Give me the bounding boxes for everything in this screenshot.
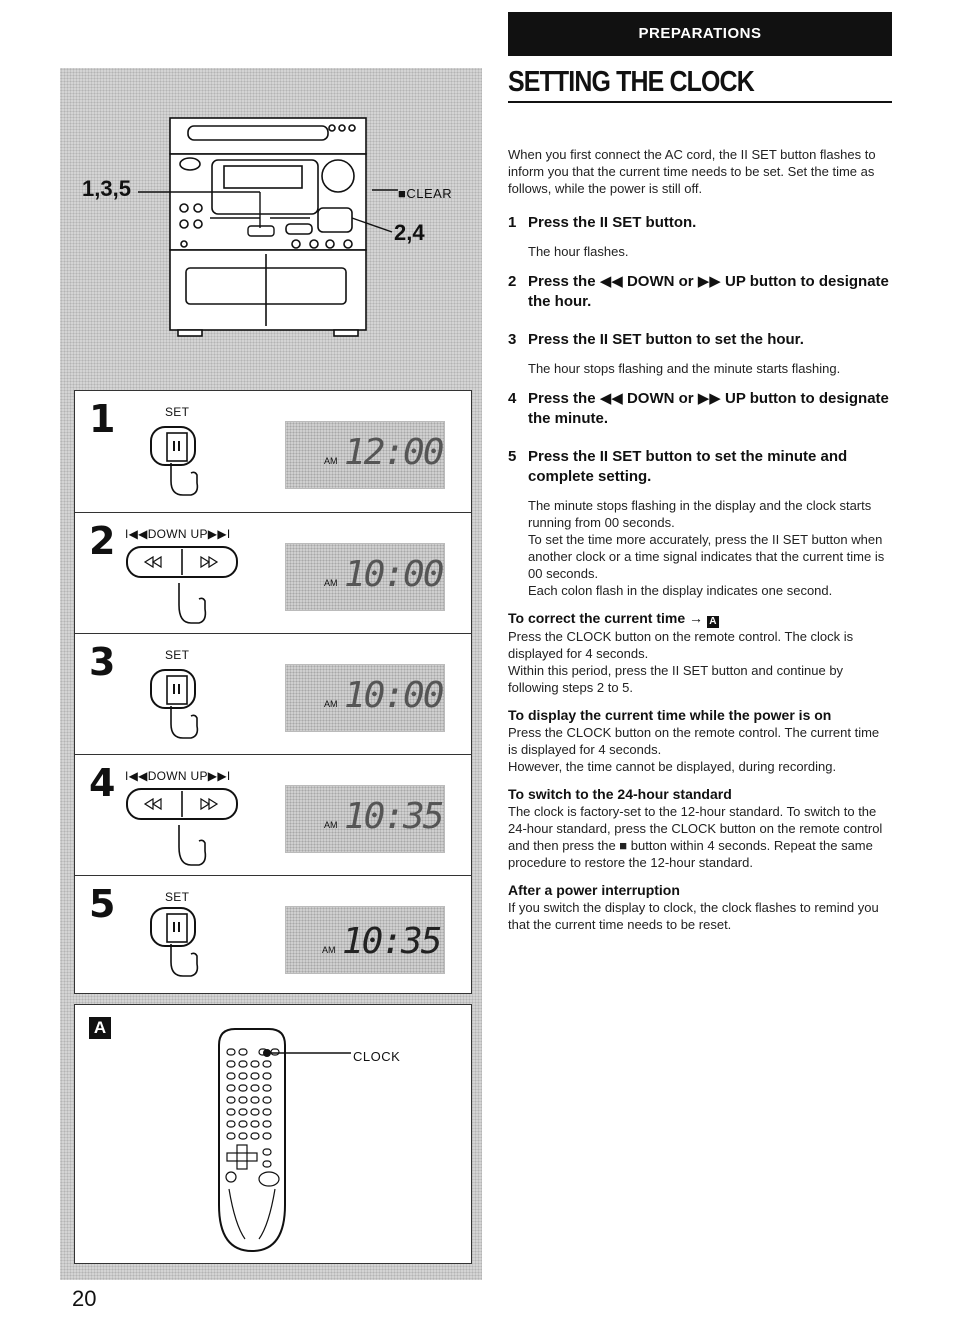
subsection-line: Press the CLOCK button on the remote con… [508,629,854,661]
clock-button-label: CLOCK [353,1049,401,1064]
clock-display: AM 10:00 [285,543,445,611]
subsection-heading: To display the current time while the po… [508,707,832,723]
stereo-drawing [138,117,398,337]
figure-step-number: 2 [89,519,116,563]
page-number: 20 [72,1286,97,1311]
set-button-press-icon [150,426,199,496]
instruction-note: The hour stops flashing and the minute s… [528,361,841,376]
clock-display: AM 10:00 [285,664,445,732]
clear-button-label: ■CLEAR [398,186,453,201]
remote-control-illustration: A CLOCK [74,1004,472,1264]
figure-step-1: 1 SET AM 12:00 [75,391,471,512]
set-button-press-icon [150,669,199,739]
instruction-number: 4 [508,390,517,407]
display-time: 10:00 [344,675,444,716]
figure-step-label: I◀◀DOWN UP▶▶I [125,527,231,541]
subsection-24-hour: To switch to the 24-hour standard The cl… [508,785,892,871]
figure-step-label: I◀◀DOWN UP▶▶I [125,769,231,783]
instruction-step-2: 2 Press the ◀◀ DOWN or ▶▶ UP button to d… [508,272,892,312]
callout-steps-1-3-5: 1,3,5 [82,176,131,201]
instruction-note: The minute stops flashing in the display… [528,498,872,530]
instruction-note-extra: To set the time more accurately, press t… [528,532,885,581]
figure-step-label: SET [165,405,190,419]
clock-display: AM 10:35 [285,785,445,853]
figure-step-5: 5 SET AM 10:35 [75,875,471,992]
instruction-text: Press the II SET button to set the hour. [528,331,804,348]
down-up-button-press-icon [126,546,238,624]
instruction-text: Press the II SET button. [528,214,697,231]
figure-step-number: 3 [89,640,116,684]
figure-step-4: 4 I◀◀DOWN UP▶▶I AM 10:35 [75,754,471,876]
subsection-line: If you switch the display to clock, the … [508,900,879,932]
instruction-text: Press the II SET button to set the minut… [528,448,848,485]
figure-a-reference-badge: A [706,616,719,628]
instruction-number: 2 [508,273,517,290]
am-indicator: AM [324,456,338,466]
set-button-press-icon [150,907,199,977]
figure-step-label: SET [165,648,190,662]
display-time: 10:35 [344,796,444,837]
am-indicator: AM [324,820,338,830]
subsection-line: However, the time cannot be displayed, d… [508,759,837,774]
instruction-step-4: 4 Press the ◀◀ DOWN or ▶▶ UP button to d… [508,389,892,429]
instruction-step-3: 3 Press the II SET button to set the hou… [508,330,892,350]
figure-a-badge: A [89,1017,111,1039]
display-time: 10:00 [344,554,444,595]
am-indicator: AM [324,578,338,588]
subsection-line: Press the CLOCK button on the remote con… [508,725,880,757]
figure-step-number: 1 [89,397,116,441]
instruction-number: 3 [508,331,517,348]
subsection-correct-time: To correct the current time → A Press th… [508,609,892,696]
callout-steps-2-4: 2,4 [394,220,425,245]
instruction-note: The hour flashes. [528,244,629,259]
figure-step-number: 5 [89,882,116,926]
stereo-illustration: 1,3,5 2,4 ■CLEAR [60,68,482,390]
subsection-line: The clock is factory-set to the 12-hour … [508,804,883,870]
subsection-heading-text: To correct the current time → [508,610,704,626]
display-time: 12:00 [344,432,444,473]
steps-illustration-box: 1 SET AM 12:00 2 I◀◀DOWN UP▶▶I [74,390,472,994]
illustration-panel: 1,3,5 2,4 ■CLEAR 1 SET AM 12:00 2 I◀◀DOW… [60,68,482,1280]
instruction-step-5: 5 Press the II SET button to set the min… [508,447,892,487]
instruction-list: 1 Press the II SET button. The hour flas… [508,213,892,599]
figure-step-number: 4 [89,761,116,805]
instruction-note-extra: Each colon flash in the display indicate… [528,583,833,598]
intro-paragraph: When you first connect the AC cord, the … [508,147,876,196]
subsection-heading: To correct the current time → A [508,609,892,628]
section-label: PREPARATIONS [638,25,762,42]
subsection-heading: To switch to the 24-hour standard [508,786,732,802]
instruction-step-1: 1 Press the II SET button. [508,213,892,233]
down-up-button-press-icon [126,788,238,866]
figure-step-3: 3 SET AM 10:00 [75,633,471,755]
am-indicator: AM [322,945,336,955]
page-title: SETTING THE CLOCK [508,66,755,98]
subsection-heading: After a power interruption [508,882,680,898]
text-column: PREPARATIONS SETTING THE CLOCK When you … [508,12,892,933]
am-indicator: AM [324,699,338,709]
section-header-bar: PREPARATIONS [508,12,892,56]
subsection-line: Within this period, press the II SET but… [508,663,844,695]
instruction-number: 1 [508,214,517,231]
instruction-number: 5 [508,448,517,465]
subsection-display-time: To display the current time while the po… [508,706,892,775]
instruction-text: Press the ◀◀ DOWN or ▶▶ UP button to des… [528,390,889,427]
clock-display: AM 10:35 [285,906,445,974]
display-time: 10:35 [342,921,442,962]
figure-step-label: SET [165,890,190,904]
remote-control-drawing [218,1028,351,1253]
figure-step-2: 2 I◀◀DOWN UP▶▶I AM 10:00 [75,512,471,634]
subsection-power-interruption: After a power interruption If you switch… [508,881,892,933]
instruction-text: Press the ◀◀ DOWN or ▶▶ UP button to des… [528,273,889,310]
title-underline [508,101,892,103]
clock-display: AM 12:00 [285,421,445,489]
